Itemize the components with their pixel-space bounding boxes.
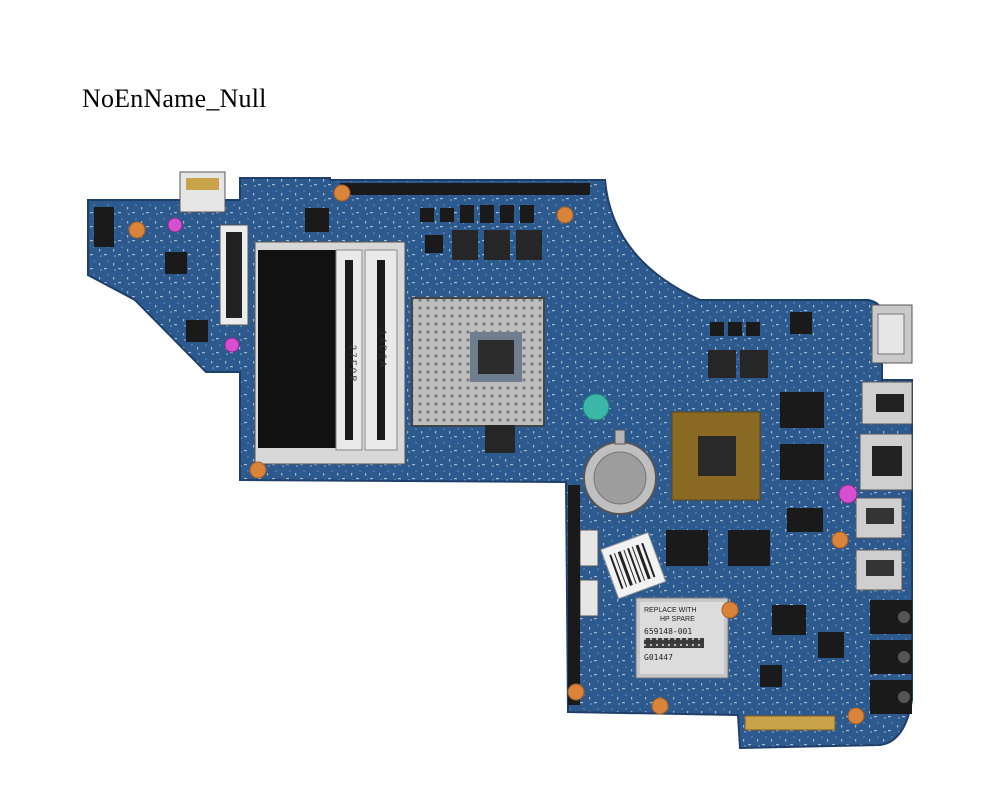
vram-chip <box>666 530 708 566</box>
sticker-line4: G01447 <box>644 653 673 662</box>
chip <box>787 508 823 532</box>
mosfet <box>420 208 434 222</box>
inductor <box>425 235 443 253</box>
dimm-label-a: 1 4 D 0 A <box>378 330 388 367</box>
chip <box>818 632 844 658</box>
capacitor <box>224 337 240 353</box>
inductor <box>708 350 736 378</box>
mosfet <box>460 205 474 223</box>
inductor <box>710 322 724 336</box>
dimm-label-b: 2 7 F 0 B <box>348 345 358 382</box>
capacitor <box>582 393 610 421</box>
inductor <box>516 230 542 260</box>
sticker-line2: HP SPARE <box>660 616 695 623</box>
inductor <box>746 322 760 336</box>
dc-jack-chip <box>94 207 114 247</box>
vram-chip <box>780 444 824 480</box>
screw-pad <box>847 707 865 725</box>
top-edge-connector <box>340 183 590 195</box>
small-chip <box>305 208 329 232</box>
mosfet <box>440 208 454 222</box>
flex-connector <box>579 579 599 617</box>
chip <box>760 665 782 687</box>
mosfet <box>520 205 534 223</box>
screw-pad <box>333 184 351 202</box>
screw-pad <box>721 601 739 619</box>
vram-chip <box>780 392 824 428</box>
small-chip <box>186 320 208 342</box>
bottom-connector <box>744 715 836 731</box>
watermark-text: NoEnName_Null <box>82 84 267 113</box>
mosfet <box>480 205 494 223</box>
small-chip <box>165 252 187 274</box>
spare-sticker: REPLACE WITH HP SPARE 659148-001 G01447 <box>635 597 729 679</box>
inductor <box>728 322 742 336</box>
dimm-slot-opening <box>258 250 336 448</box>
gpu-die <box>698 436 736 476</box>
inductor <box>740 350 768 378</box>
capacitor <box>167 217 183 233</box>
inductor <box>452 230 478 260</box>
screw-pad <box>249 461 267 479</box>
screw-pad <box>128 221 146 239</box>
screw-pad <box>651 697 669 715</box>
screw-pad <box>831 531 849 549</box>
flex-connector <box>579 529 599 567</box>
barcode-sticker <box>600 531 667 600</box>
vram-chip <box>728 530 770 566</box>
screw-pad <box>556 206 574 224</box>
chip <box>772 605 806 635</box>
screw-pad <box>567 683 585 701</box>
mosfet <box>500 205 514 223</box>
inductor <box>484 230 510 260</box>
inductor <box>485 425 515 453</box>
small-chip <box>790 312 812 334</box>
sticker-line3: 659148-001 <box>644 627 692 636</box>
capacitor <box>838 484 858 504</box>
side-connector <box>568 485 580 705</box>
sticker-line1: REPLACE WITH <box>644 607 697 614</box>
